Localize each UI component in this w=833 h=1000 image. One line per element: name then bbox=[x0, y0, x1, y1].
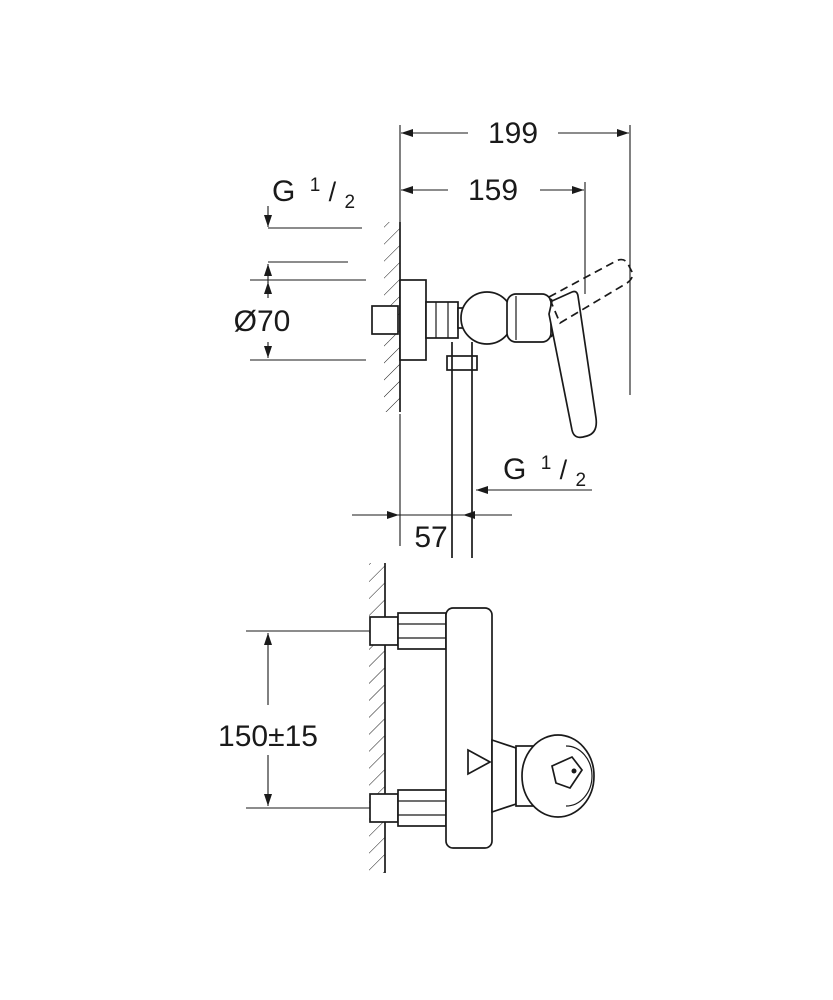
valve-body-side bbox=[460, 291, 514, 345]
lever-handle-side bbox=[548, 290, 598, 439]
lever-pin-dot bbox=[571, 768, 577, 774]
handle-cap-contour bbox=[565, 745, 593, 807]
dimension-visible-width: 159 bbox=[401, 174, 586, 294]
front-view: 150±15 bbox=[218, 563, 595, 873]
lever-tip-front bbox=[551, 755, 584, 790]
dimension-connection-spacing: 150±15 bbox=[218, 630, 396, 809]
dim-outlet-offset-label: 57 bbox=[414, 521, 447, 554]
escutcheon-side bbox=[399, 279, 427, 361]
mixer-side-view bbox=[371, 258, 634, 558]
temperature-indicator-triangle bbox=[467, 748, 492, 776]
dim-connection-spacing-label: 150±15 bbox=[218, 720, 318, 753]
outlet-thread-label: G 1 / 2 bbox=[503, 443, 586, 491]
cartridge-housing-side bbox=[506, 293, 552, 343]
supply-elbow-bottom bbox=[369, 793, 399, 823]
supply-elbow-side bbox=[371, 305, 399, 335]
union-nut-side bbox=[425, 301, 459, 339]
union-nut-bottom bbox=[397, 789, 447, 827]
union-nut-top bbox=[397, 612, 447, 650]
lever-handle-raised-position bbox=[547, 258, 634, 325]
mixer-body-front bbox=[445, 607, 493, 849]
cartridge-taper-front bbox=[491, 738, 517, 814]
mixer-front-view bbox=[369, 607, 595, 849]
dim-total-width-label: 199 bbox=[488, 117, 538, 150]
dimension-outlet-thread: G 1 / 2 bbox=[476, 443, 592, 494]
inlet-thread-label: G 1 / 2 bbox=[272, 165, 355, 213]
top-view: 199 159 G 1 / 2 Ø bbox=[234, 117, 634, 558]
dimension-outlet-offset: 57 bbox=[352, 414, 512, 554]
outlet-connector bbox=[446, 355, 478, 371]
dim-visible-width-label: 159 bbox=[468, 174, 518, 207]
dimension-escutcheon-diameter: Ø70 bbox=[234, 279, 366, 361]
supply-elbow-top bbox=[369, 616, 399, 646]
dimension-total-width: 199 bbox=[399, 117, 631, 395]
escutcheon-diameter-label: Ø70 bbox=[234, 305, 291, 338]
dimension-inlet-thread: G 1 / 2 bbox=[264, 165, 362, 283]
wall-section-front bbox=[369, 563, 386, 873]
